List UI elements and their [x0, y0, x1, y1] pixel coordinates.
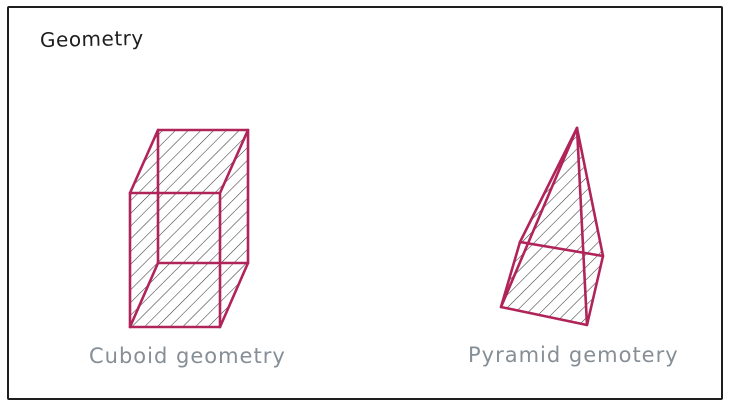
cuboid-edge-bottom-right — [218, 261, 250, 329]
pyramid-hatch-fill — [501, 128, 603, 325]
pyramid-edge-left — [518, 126, 579, 244]
cuboid-hatch-fill — [130, 130, 248, 327]
cuboid-edge-top-right — [218, 128, 250, 195]
pyramid-shape[interactable] — [499, 126, 605, 327]
pyramid-edge-center — [575, 126, 589, 327]
cuboid-edge-top-left — [128, 128, 160, 195]
pyramid-edge-back — [499, 126, 579, 309]
cuboid-caption: Cuboid geometry — [89, 344, 286, 368]
pyramid-edge-right — [575, 126, 605, 258]
geometry-frame[interactable] — [7, 6, 723, 400]
pyramid-caption: Pyramid gemotery — [468, 343, 679, 367]
cuboid-edge-bottom-left — [128, 261, 160, 329]
cuboid-shape[interactable] — [128, 128, 250, 329]
